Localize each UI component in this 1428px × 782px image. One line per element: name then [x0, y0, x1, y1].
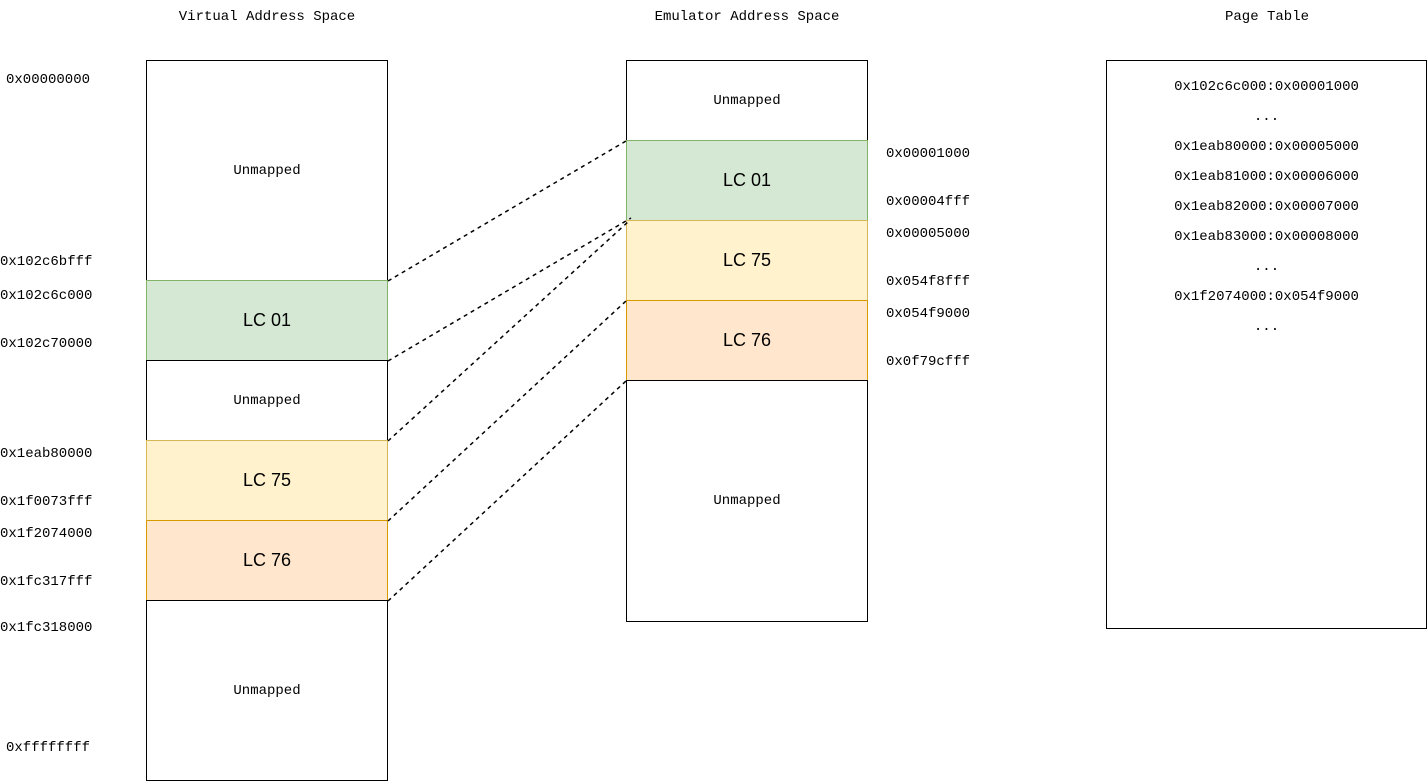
virtual-address: 0x1f0073fff — [0, 494, 93, 510]
mapping-line-lc76-bottom — [387, 380, 627, 602]
page-table-box: 0x102c6c000:0x00001000 ... 0x1eab80000:0… — [1106, 60, 1427, 629]
mapping-line-lc75-top — [387, 220, 630, 442]
block-label: Unmapped — [233, 392, 301, 409]
block-label: Unmapped — [233, 162, 301, 179]
virtual-address: 0x102c6bfff — [0, 254, 93, 270]
block-label: LC 75 — [722, 250, 772, 270]
emulator-block-lc01: LC 01 — [626, 140, 868, 221]
emulator-block-unmapped-bottom: Unmapped — [626, 380, 868, 622]
page-table-entry: 0x1f2074000:0x054f9000 — [1174, 289, 1359, 305]
virtual-address: 0x1eab80000 — [0, 446, 93, 462]
virtual-block-unmapped-bottom: Unmapped — [146, 600, 388, 781]
virtual-address: 0x1fc318000 — [0, 620, 93, 636]
block-label: LC 76 — [242, 550, 292, 570]
mapping-line-lc01-bottom — [387, 217, 632, 362]
virtual-block-lc76: LC 76 — [146, 520, 388, 601]
emulator-address: 0x00004fff — [886, 194, 971, 210]
virtual-block-lc01: LC 01 — [146, 280, 388, 361]
block-label: LC 76 — [722, 330, 772, 350]
block-label: Unmapped — [233, 682, 301, 699]
page-table-entry: 0x1eab80000:0x00005000 — [1174, 139, 1359, 155]
virtual-address: 0x1f2074000 — [0, 526, 93, 542]
virtual-space-title: Virtual Address Space — [178, 9, 356, 25]
block-label: Unmapped — [713, 92, 781, 109]
emulator-address: 0x00005000 — [886, 226, 971, 242]
emulator-address: 0x0f79cfff — [886, 354, 971, 370]
virtual-address: 0x1fc317fff — [0, 574, 93, 590]
block-label: LC 01 — [722, 170, 772, 190]
page-table-title: Page Table — [1224, 9, 1309, 25]
emulator-block-unmapped-top: Unmapped — [626, 60, 868, 141]
virtual-address: 0x102c70000 — [0, 336, 93, 352]
emulator-space-title: Emulator Address Space — [654, 9, 840, 25]
page-table-entry: ... — [1253, 109, 1280, 125]
emulator-block-lc76: LC 76 — [626, 300, 868, 381]
page-table-entry: ... — [1253, 259, 1280, 275]
emulator-address: 0x054f9000 — [886, 306, 971, 322]
block-label: LC 01 — [242, 310, 292, 330]
emulator-block-lc75: LC 75 — [626, 220, 868, 301]
mapping-line-lc01-top — [387, 140, 627, 282]
mapping-line-lc75-bottom — [387, 300, 627, 522]
page-table-entry: ... — [1253, 319, 1280, 335]
virtual-address: 0x102c6c000 — [0, 288, 93, 304]
virtual-address: 0xffffffff — [6, 740, 91, 756]
emulator-address: 0x00001000 — [886, 146, 971, 162]
virtual-block-unmapped-middle: Unmapped — [146, 360, 388, 441]
page-table-entry: 0x1eab81000:0x00006000 — [1174, 169, 1359, 185]
block-label: LC 75 — [242, 470, 292, 490]
block-label: Unmapped — [713, 493, 781, 509]
virtual-address: 0x00000000 — [6, 72, 91, 88]
emulator-address: 0x054f8fff — [886, 274, 971, 290]
virtual-block-lc75: LC 75 — [146, 440, 388, 521]
page-table-entry: 0x1eab82000:0x00007000 — [1174, 199, 1359, 215]
virtual-block-unmapped-top: Unmapped — [146, 60, 388, 281]
page-table-entry: 0x102c6c000:0x00001000 — [1174, 79, 1359, 95]
page-table-entry: 0x1eab83000:0x00008000 — [1174, 229, 1359, 245]
